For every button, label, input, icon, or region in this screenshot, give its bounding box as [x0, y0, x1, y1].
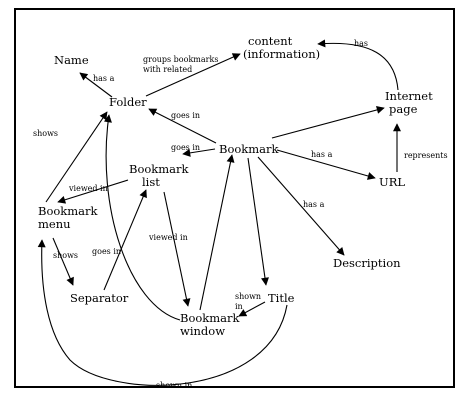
- label-shown-in-window-line1: shown: [235, 292, 261, 301]
- node-content-line1: content: [248, 34, 293, 48]
- node-content-line2: (information): [243, 47, 320, 61]
- label-groups-line1: groups bookmarks: [143, 55, 218, 64]
- node-separator: Separator: [70, 291, 129, 305]
- label-goes-in-folder: goes in: [171, 111, 200, 120]
- label-has-content: has: [354, 39, 368, 48]
- label-shows-folder: shows: [33, 129, 58, 138]
- node-url: URL: [379, 175, 405, 189]
- node-title: Title: [268, 291, 295, 305]
- label-has-a-description: has a: [303, 200, 325, 209]
- edge-title-window: [238, 301, 266, 317]
- edge-list-window: [163, 191, 191, 307]
- label-viewed-in-window: viewed in: [148, 233, 188, 242]
- node-internet-page-line1: Internet: [385, 89, 433, 103]
- edge-bookmark-folder: [148, 108, 217, 144]
- edge-list-menu: [57, 179, 129, 204]
- diagram-frame: [14, 8, 455, 388]
- label-goes-in-separator: goes in: [92, 247, 121, 256]
- label-shown-in-menu: shown in: [156, 381, 192, 390]
- label-groups-line2: with related: [143, 65, 192, 74]
- node-bookmark-menu-line2: menu: [38, 217, 71, 231]
- node-bookmark-menu-line1: Bookmark: [38, 204, 99, 218]
- label-goes-in-list: goes in: [171, 143, 200, 152]
- edge-folder-name: [79, 72, 113, 98]
- label-shows-separator: shows: [53, 251, 78, 260]
- node-bookmark-window-line1: Bookmark: [180, 311, 241, 325]
- edge-separator-list: [103, 189, 147, 291]
- edge-title-menu: [37, 239, 288, 386]
- edge-bookmark-list: [182, 148, 216, 157]
- edge-bookmark-url: [276, 149, 376, 180]
- label-viewed-in-menu: viewed in: [68, 184, 108, 193]
- node-name: Name: [54, 53, 89, 67]
- node-internet-page-line2: page: [389, 102, 418, 116]
- edge-bookmark-description: [257, 156, 345, 256]
- node-bookmark: Bookmark: [219, 142, 280, 156]
- label-represents: represents: [404, 151, 448, 160]
- edge-window-bookmark: [199, 154, 235, 311]
- edge-internet-content: [317, 39, 399, 91]
- edge-window-folder: [104, 114, 181, 321]
- node-bookmark-window-line2: window: [180, 324, 225, 338]
- node-bookmark-list-line1: Bookmark: [129, 162, 190, 176]
- edge-menu-folder: [45, 111, 108, 203]
- node-bookmark-list-line2: list: [142, 175, 160, 189]
- edge-menu-separator: [52, 237, 74, 286]
- node-description: Description: [333, 256, 401, 270]
- edge-bookmark-internet: [271, 105, 385, 139]
- node-folder: Folder: [109, 95, 147, 109]
- label-has-a-name: has a: [93, 74, 115, 83]
- edge-bookmark-title: [247, 157, 269, 286]
- edge-folder-content: [145, 53, 241, 97]
- label-has-a-url: has a: [311, 150, 333, 159]
- label-shown-in-window-line2: in: [235, 302, 243, 311]
